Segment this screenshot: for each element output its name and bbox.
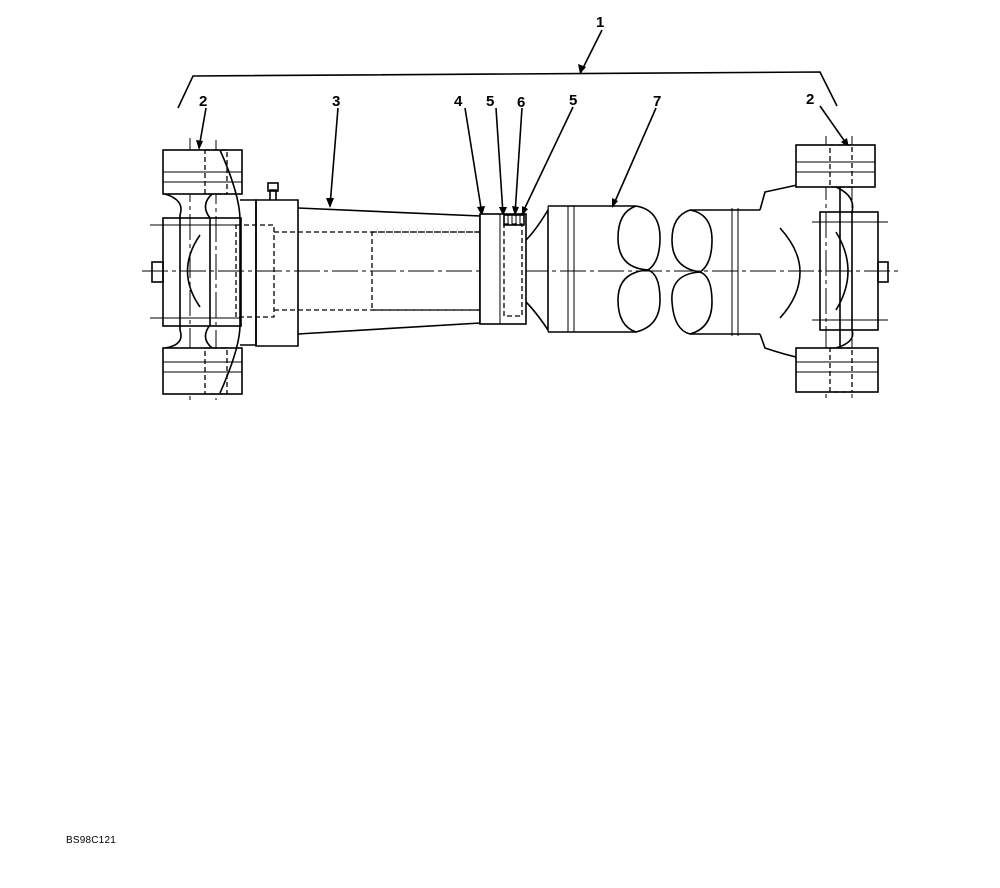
callout-4: 4 [454,93,463,110]
left-universal-joint [150,138,257,402]
figure-code: BS98C121 [66,835,116,846]
callout-5-left: 5 [486,93,494,110]
drive-tube-right [671,208,760,336]
callout-labels: 1 2 3 4 5 6 5 7 2 [199,14,814,111]
seal-collar [479,213,527,325]
callout-1: 1 [596,14,604,31]
tube-neck [525,207,549,333]
slip-yoke [235,182,501,347]
right-universal-joint [759,136,889,398]
callout-6: 6 [517,94,525,111]
assembly-bracket [177,29,838,109]
callout-3: 3 [332,93,340,110]
callout-5-right: 5 [569,92,577,109]
callout-7: 7 [653,93,661,110]
callout-2-right: 2 [806,91,814,108]
drive-tube-left [547,205,661,333]
callout-2-left: 2 [199,93,207,110]
leader-lines [196,105,849,216]
